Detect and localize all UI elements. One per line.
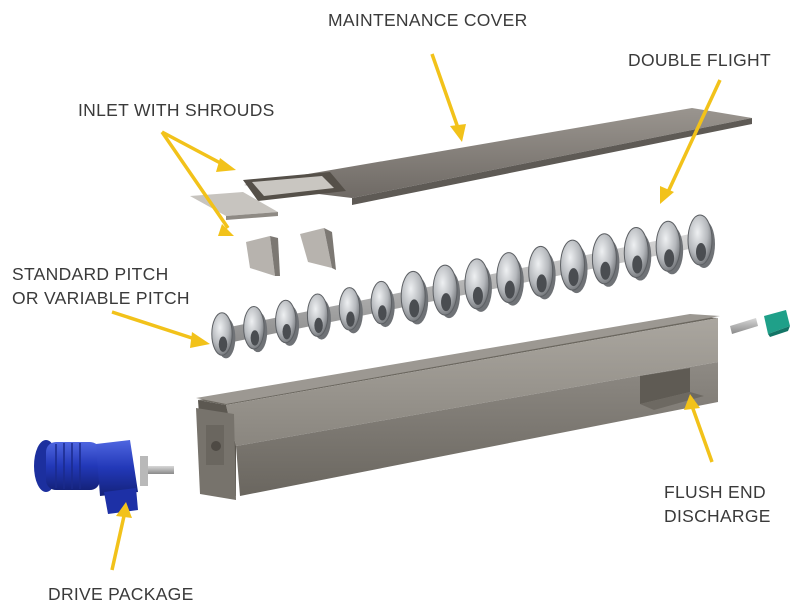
flush-end-line2: DISCHARGE bbox=[664, 506, 771, 526]
screw-flight bbox=[496, 252, 524, 306]
arrow-head-cover bbox=[450, 124, 466, 142]
screw-flight bbox=[655, 220, 684, 275]
drive-package bbox=[34, 440, 174, 514]
label-standard-pitch: STANDARD PITCH OR VARIABLE PITCH bbox=[12, 262, 190, 310]
inlet-shrouds bbox=[246, 228, 336, 276]
screw-flight bbox=[211, 312, 236, 359]
double-flight-text: DOUBLE FLIGHT bbox=[628, 50, 771, 70]
maintenance-cover bbox=[190, 108, 752, 220]
screw-flight bbox=[243, 305, 268, 353]
screw-flight bbox=[370, 280, 395, 328]
screw-flight bbox=[275, 299, 300, 346]
label-double-flight: DOUBLE FLIGHT bbox=[628, 48, 771, 72]
drive-package-text: DRIVE PACKAGE bbox=[48, 584, 194, 604]
standard-pitch-line1: STANDARD PITCH bbox=[12, 264, 169, 284]
trough bbox=[196, 314, 720, 500]
label-inlet-with-shrouds: INLET WITH SHROUDS bbox=[78, 98, 275, 122]
standard-pitch-line2: OR VARIABLE PITCH bbox=[12, 288, 190, 308]
screw-flight bbox=[306, 293, 331, 340]
screw-flight bbox=[432, 264, 461, 319]
maintenance-cover-text: MAINTENANCE COVER bbox=[328, 10, 528, 30]
screw-flight bbox=[400, 270, 429, 325]
screw-conveyor bbox=[211, 214, 715, 359]
label-flush-end-discharge: FLUSH END DISCHARGE bbox=[664, 480, 771, 528]
inlet-with-shrouds-text: INLET WITH SHROUDS bbox=[78, 100, 275, 120]
label-drive-package: DRIVE PACKAGE bbox=[48, 582, 194, 606]
label-maintenance-cover: MAINTENANCE COVER bbox=[328, 8, 528, 32]
screw-flight bbox=[528, 245, 556, 300]
callout-arrows bbox=[110, 53, 722, 571]
screw-flight bbox=[338, 287, 363, 334]
screw-flight bbox=[591, 233, 620, 287]
screw-flight bbox=[464, 258, 492, 312]
screw-flight bbox=[560, 239, 588, 294]
screw-flight bbox=[623, 227, 652, 281]
end-bearing bbox=[730, 310, 790, 337]
screw-flight bbox=[687, 214, 715, 268]
flush-end-line1: FLUSH END bbox=[664, 482, 766, 502]
screw-flights bbox=[211, 214, 715, 359]
